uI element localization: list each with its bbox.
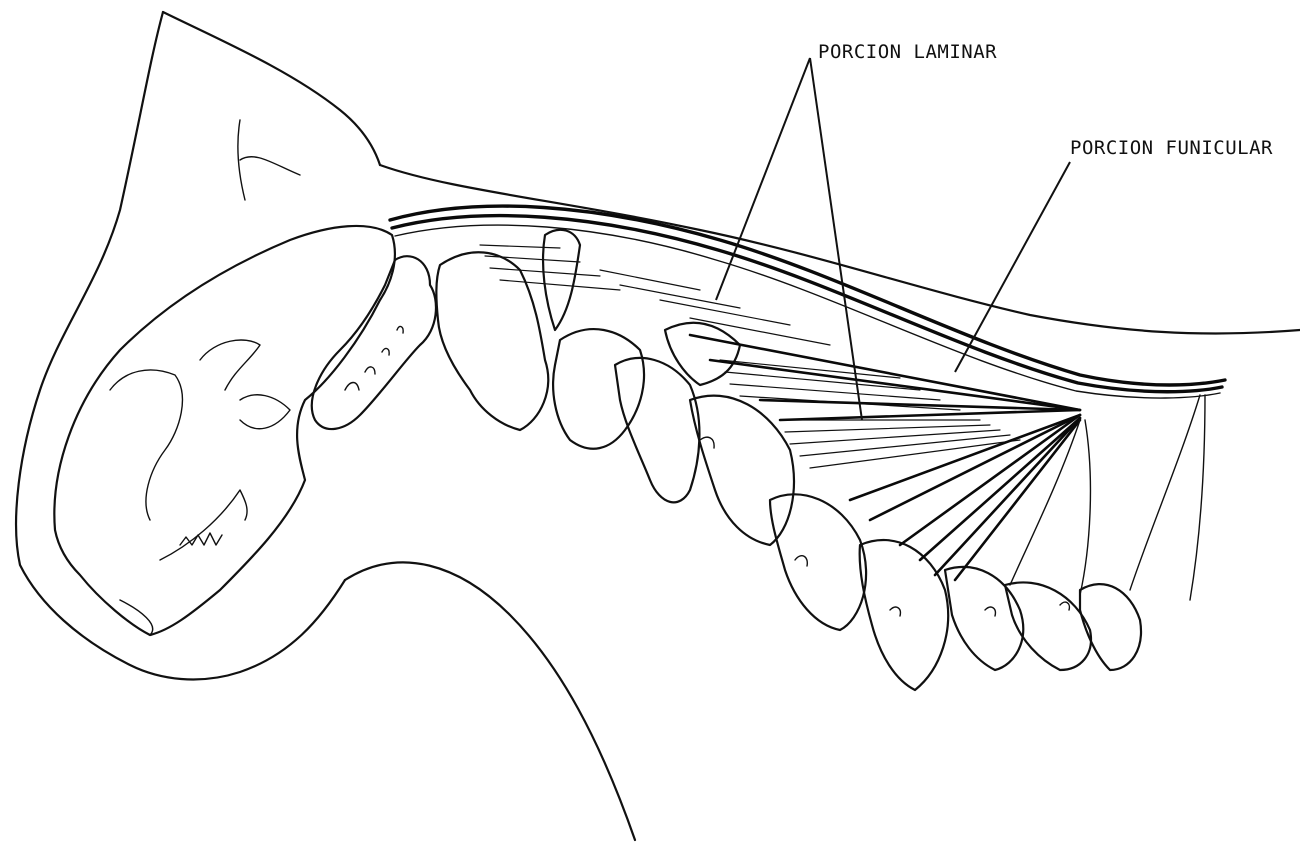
label-porcion-funicular: PORCION FUNICULAR [1070, 137, 1273, 159]
skull [54, 226, 395, 635]
laminar-sheet [480, 245, 1020, 468]
vertebrae [436, 230, 1141, 690]
label-porcion-laminar: PORCION LAMINAR [818, 41, 997, 63]
atlas-vertebra [312, 256, 436, 429]
fan-fibres [690, 335, 1205, 600]
leader-lines [716, 58, 1070, 420]
